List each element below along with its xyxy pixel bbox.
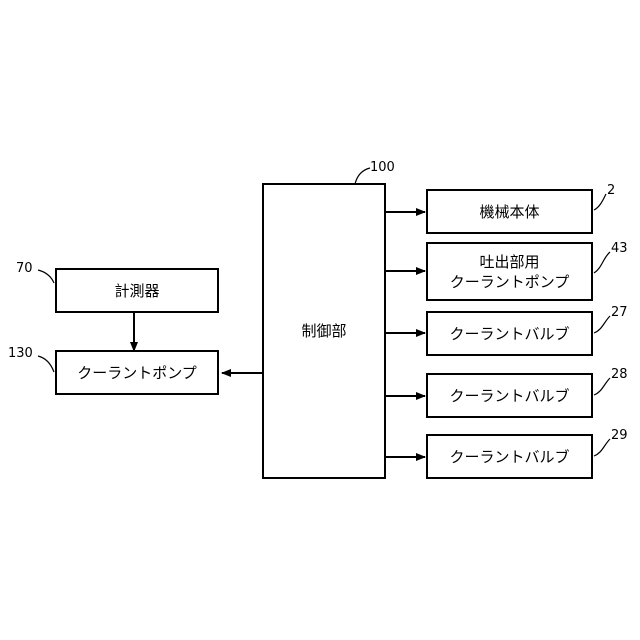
discharge-pump-box: 吐出部用 クーラントポンプ <box>426 242 593 301</box>
meter-box: 計測器 <box>55 268 219 313</box>
valve-27-label: クーラントバルブ <box>449 324 569 344</box>
leader-100 <box>355 168 370 184</box>
valve-27-box: クーラントバルブ <box>426 311 593 356</box>
ref-43: 43 <box>611 242 628 256</box>
valve-28-label: クーラントバルブ <box>449 386 569 406</box>
control-unit-label: 制御部 <box>301 321 346 341</box>
coolant-pump-label: クーラントポンプ <box>77 363 197 383</box>
leader-70 <box>38 270 54 283</box>
meter-label: 計測器 <box>114 281 159 301</box>
valve-28-box: クーラントバルブ <box>426 373 593 418</box>
discharge-pump-label-line1: 吐出部用 <box>479 252 539 272</box>
leader-43 <box>594 252 610 273</box>
machine-body-box: 機械本体 <box>426 189 593 234</box>
coolant-pump-box: クーラントポンプ <box>55 350 219 395</box>
leader-2 <box>594 194 606 210</box>
valve-29-box: クーラントバルブ <box>426 434 593 479</box>
ref-70: 70 <box>16 262 33 276</box>
ref-27: 27 <box>611 306 628 320</box>
ref-2: 2 <box>607 184 615 198</box>
ref-130: 130 <box>8 347 33 361</box>
control-unit-box: 制御部 <box>262 183 386 479</box>
valve-29-label: クーラントバルブ <box>449 447 569 467</box>
machine-body-label: 機械本体 <box>479 202 539 222</box>
ref-28: 28 <box>611 368 628 382</box>
discharge-pump-label-line2: クーラントポンプ <box>450 272 570 292</box>
ref-100: 100 <box>370 161 395 175</box>
leader-27 <box>594 316 610 333</box>
ref-29: 29 <box>611 429 628 443</box>
leader-130 <box>38 356 54 372</box>
leader-28 <box>594 378 610 395</box>
leader-29 <box>594 439 610 456</box>
